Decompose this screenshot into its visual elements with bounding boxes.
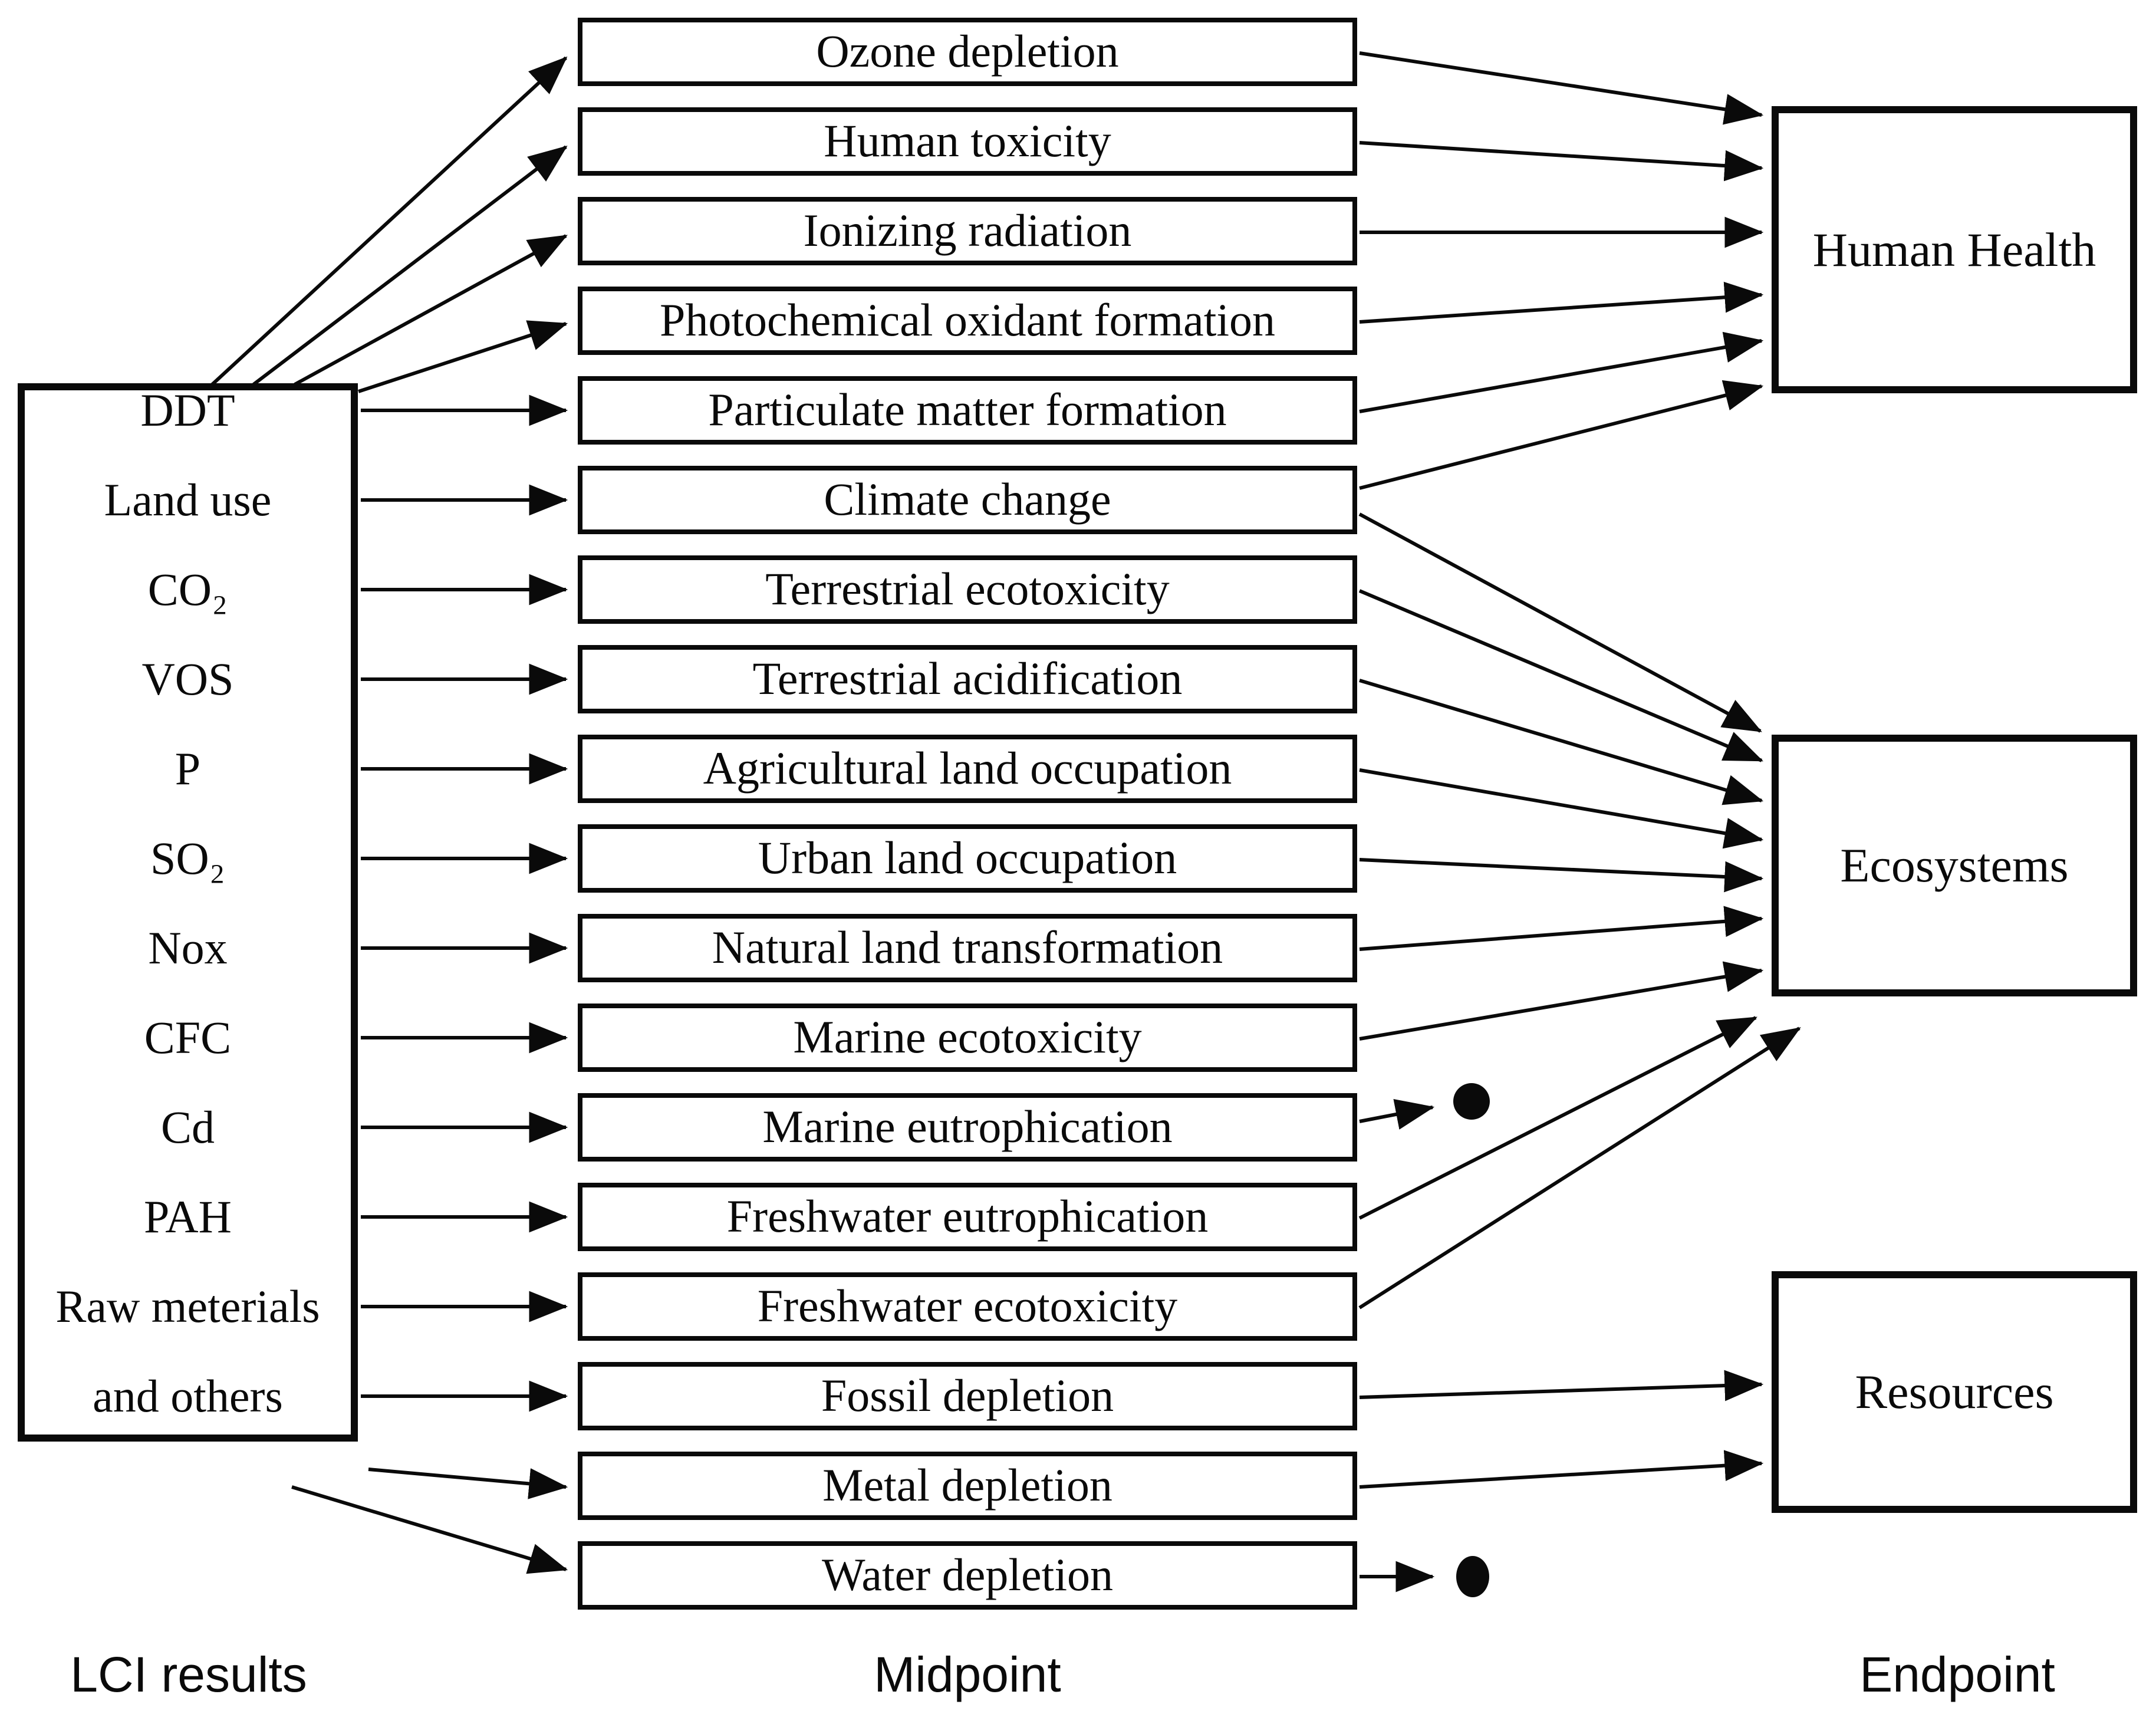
arrow-human-toxicity-to-human-health bbox=[1359, 141, 1764, 182]
arrow-lci-to-ozone-depletion bbox=[210, 56, 568, 386]
terminator-dot-marine-eutrophication bbox=[1453, 1083, 1490, 1120]
arrow-natural-land-to-ecosystems bbox=[1359, 906, 1764, 951]
midpoint-box-urban-land: Urban land occupation bbox=[578, 824, 1357, 893]
arrow-agricultural-to-ecosystems bbox=[1359, 768, 1764, 849]
lci-item-pah: PAH bbox=[144, 1191, 232, 1242]
arrow-climate-to-human-health bbox=[1359, 380, 1764, 490]
terminator-dot-water-depletion bbox=[1456, 1556, 1489, 1597]
lci-item-and-others: and others bbox=[93, 1370, 283, 1422]
midpoint-box-freshwater-ecotoxicity: Freshwater ecotoxicity bbox=[578, 1272, 1357, 1341]
lci-item-so2: SO₂ bbox=[150, 833, 225, 884]
arrow-lci-to-ionizing-radiation bbox=[294, 234, 568, 386]
midpoint-box-freshwater-eutrophication: Freshwater eutrophication bbox=[578, 1183, 1357, 1251]
column-label-midpoint: Midpoint bbox=[874, 1647, 1061, 1702]
midpoint-box-agricultural-land: Agricultural land occupation bbox=[578, 735, 1357, 803]
lci-item-nox: Nox bbox=[148, 922, 228, 973]
midpoint-box-fossil-depletion: Fossil depletion bbox=[578, 1362, 1357, 1430]
midpoint-box-water-depletion: Water depletion bbox=[578, 1541, 1357, 1610]
column-label-endpoint: Endpoint bbox=[1859, 1647, 2055, 1702]
arrow-marine-eutrophication-dead-end bbox=[1359, 1098, 1435, 1130]
endpoint-box-resources: Resources bbox=[1772, 1271, 2137, 1513]
lci-item-land-use: Land use bbox=[104, 474, 272, 525]
midpoint-box-particulate-matter: Particulate matter formation bbox=[578, 376, 1357, 445]
arrow-terrestrial-ecotoxicity-to-ecosystems bbox=[1358, 589, 1764, 762]
arrow-photochemical-to-human-health bbox=[1359, 281, 1764, 324]
midpoint-box-photochemical-oxidant: Photochemical oxidant formation bbox=[578, 287, 1357, 355]
lci-item-cfc: CFC bbox=[144, 1012, 232, 1063]
arrow-ozone-to-human-health bbox=[1359, 51, 1764, 125]
lci-item-cd: Cd bbox=[160, 1101, 215, 1153]
midpoint-box-terrestrial-ecotoxicity: Terrestrial ecotoxicity bbox=[578, 555, 1357, 624]
arrow-freshwater-ecotoxicity-to-ecosystems bbox=[1358, 1026, 1801, 1310]
midpoint-box-terrestrial-acidification: Terrestrial acidification bbox=[578, 645, 1357, 713]
midpoint-box-marine-ecotoxicity: Marine ecotoxicity bbox=[578, 1004, 1357, 1072]
arrow-lci-to-water-depletion bbox=[291, 1485, 568, 1574]
arrow-urban-to-ecosystems bbox=[1359, 858, 1764, 893]
midpoint-box-marine-eutrophication: Marine eutrophication bbox=[578, 1093, 1357, 1162]
midpoint-box-metal-depletion: Metal depletion bbox=[578, 1452, 1357, 1520]
arrow-fossil-to-resources bbox=[1359, 1370, 1764, 1401]
arrow-terrestrial-acidification-to-ecosystems bbox=[1359, 679, 1764, 805]
lci-item-ddt: DDT bbox=[140, 384, 235, 436]
endpoint-box-human-health: Human Health bbox=[1772, 106, 2137, 393]
column-label-lci-results: LCI results bbox=[70, 1647, 307, 1702]
arrow-climate-to-ecosystems bbox=[1358, 512, 1762, 733]
arrow-marine-ecotoxicity-to-ecosystems bbox=[1359, 961, 1764, 1041]
arrow-lci-to-human-toxicity bbox=[252, 145, 568, 386]
midpoint-box-ionizing-radiation: Ionizing radiation bbox=[578, 197, 1357, 265]
lci-results-box bbox=[18, 383, 358, 1442]
lci-item-p: P bbox=[175, 743, 201, 794]
lci-item-vos: VOS bbox=[141, 653, 234, 705]
lci-item-co2: CO₂ bbox=[147, 564, 228, 615]
midpoint-box-human-toxicity: Human toxicity bbox=[578, 107, 1357, 176]
arrow-particulate-to-human-health bbox=[1359, 331, 1764, 413]
midpoint-box-natural-land: Natural land transformation bbox=[578, 914, 1357, 982]
lci-item-raw-materials: Raw meterials bbox=[55, 1281, 320, 1332]
arrow-lci-to-metal-depletion bbox=[368, 1468, 568, 1499]
arrow-lci-to-photochemical-oxidant bbox=[358, 320, 568, 393]
endpoint-box-ecosystems: Ecosystems bbox=[1772, 735, 2137, 996]
arrow-metal-to-resources bbox=[1359, 1450, 1764, 1489]
midpoint-box-climate-change: Climate change bbox=[578, 466, 1357, 534]
arrow-freshwater-eutrophication-to-ecosystems bbox=[1358, 1016, 1757, 1220]
midpoint-box-ozone-depletion: Ozone depletion bbox=[578, 18, 1357, 86]
